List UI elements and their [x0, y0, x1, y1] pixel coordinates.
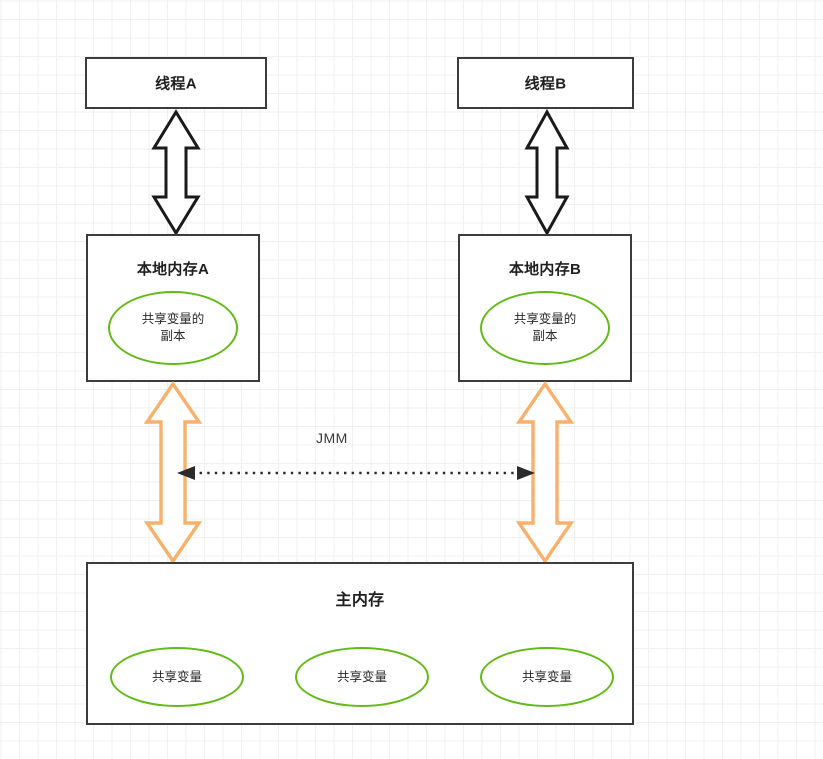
connector-local-b-to-main-memory — [515, 380, 575, 565]
node-local-memory-b[interactable]: 本地内存B 共享变量的 副本 — [458, 234, 632, 382]
ellipse-shared-variable-2-label: 共享变量 — [336, 669, 387, 684]
connector-thread-b-to-local-b — [524, 108, 570, 237]
node-thread-a-label: 线程A — [155, 75, 197, 93]
ellipse-shared-variable-3-label: 共享变量 — [521, 669, 572, 684]
ellipse-shared-variable-1-label: 共享变量 — [151, 669, 202, 684]
connector-thread-a-to-local-a — [151, 109, 201, 236]
node-main-memory[interactable]: 主内存 共享变量 共享变量 共享变量 — [86, 562, 634, 725]
node-local-memory-a[interactable]: 本地内存A 共享变量的 副本 — [86, 234, 260, 382]
ellipse-shared-variable-3[interactable]: 共享变量 — [480, 647, 614, 707]
node-thread-b[interactable]: 线程B — [457, 57, 634, 109]
node-thread-b-label: 线程B — [524, 75, 567, 93]
node-local-memory-b-label: 本地内存B — [508, 261, 582, 278]
node-thread-a[interactable]: 线程A — [85, 57, 267, 109]
ellipse-shared-variable-copy-b[interactable]: 共享变量的 副本 — [480, 291, 610, 365]
ellipse-shared-variable-copy-a[interactable]: 共享变量的 副本 — [108, 291, 238, 365]
node-local-memory-a-label: 本地内存A — [136, 261, 210, 278]
jmm-label: JMM — [316, 430, 348, 446]
ellipse-shared-variable-copy-b-label: 共享变量的 副本 — [513, 312, 577, 343]
ellipse-shared-variable-1[interactable]: 共享变量 — [110, 647, 244, 707]
connector-jmm-span — [177, 466, 535, 480]
ellipse-shared-variable-copy-a-label: 共享变量的 副本 — [141, 312, 205, 343]
connector-local-a-to-main-memory — [143, 380, 203, 565]
node-main-memory-label: 主内存 — [335, 592, 385, 609]
ellipse-shared-variable-2[interactable]: 共享变量 — [295, 647, 429, 707]
